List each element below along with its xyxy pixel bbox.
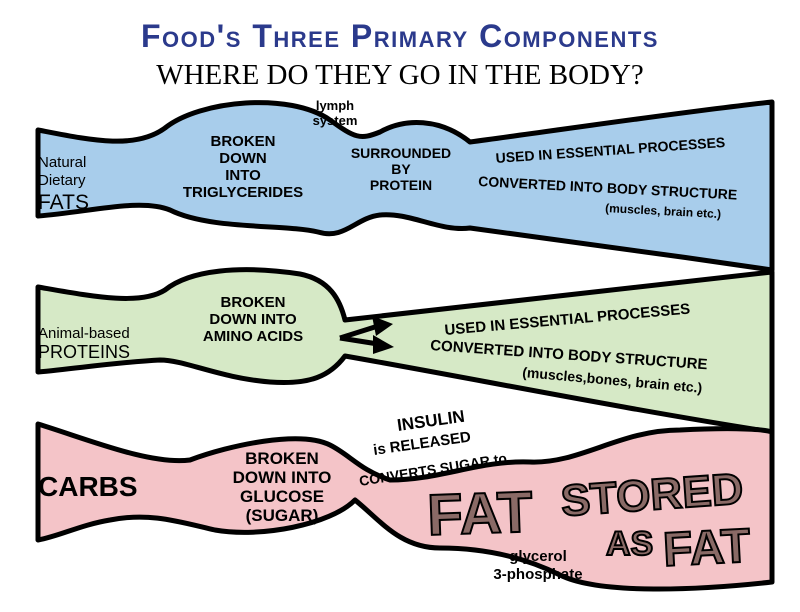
fats-label-natural: Natural (38, 154, 86, 171)
fats-surrounded-line2: BY (391, 161, 411, 177)
fats-label-fats: FATS (38, 191, 89, 214)
fats-broken-line1: BROKEN (210, 133, 275, 150)
fats-broken-line3: INTO (225, 167, 261, 184)
glycerol-label-line1: glycerol (509, 548, 567, 565)
fat-big-text: FAT (426, 479, 533, 548)
fats-surrounded-line1: SURROUNDED (351, 145, 451, 161)
insulin-label-line2: is RELEASED (372, 428, 472, 459)
split-arrow-icon (339, 316, 394, 354)
proteins-broken-line1: BROKEN (220, 294, 285, 311)
fats-converted-sub: (muscles, brain etc.) (605, 201, 722, 221)
carbs-broken-line1: BROKEN (245, 449, 319, 468)
proteins-band (35, 267, 775, 435)
proteins-row: Animal-based PROTEINS BROKEN DOWN INTO A… (35, 267, 775, 435)
fats-broken-line2: DOWN (219, 150, 267, 167)
fats-broken-line4: TRIGLYCERIDES (183, 184, 303, 201)
proteins-broken-line3: AMINO ACIDS (203, 328, 303, 345)
lymph-label-line2: system (313, 113, 358, 128)
fat-end-text: FAT (662, 519, 752, 576)
proteins-broken-line2: DOWN INTO (209, 311, 297, 328)
fats-surrounded-line3: PROTEIN (370, 177, 432, 193)
diagram-title: Food's Three Primary Components (141, 18, 659, 54)
carbs-row: CARBS BROKEN DOWN INTO GLUCOSE (SUGAR) I… (35, 407, 775, 592)
carbs-broken-line4: (SUGAR) (246, 506, 319, 525)
diagram-subtitle: WHERE DO THEY GO IN THE BODY? (156, 59, 644, 91)
proteins-label-proteins: PROTEINS (38, 342, 130, 362)
fats-band (35, 99, 775, 273)
fats-row: Natural Dietary FATS BROKEN DOWN INTO TR… (35, 98, 775, 273)
glycerol-label-line2: 3-phosphate (493, 566, 582, 583)
as-text: AS (606, 525, 653, 563)
fats-label-dietary: Dietary (38, 172, 86, 189)
proteins-label-animal: Animal-based (38, 325, 130, 342)
carbs-broken-line3: GLUCOSE (240, 487, 324, 506)
lymph-label-line1: lymph (316, 98, 354, 113)
carbs-band (35, 421, 775, 592)
carbs-broken-line2: DOWN INTO (233, 468, 332, 487)
carbs-label: CARBS (38, 471, 138, 502)
